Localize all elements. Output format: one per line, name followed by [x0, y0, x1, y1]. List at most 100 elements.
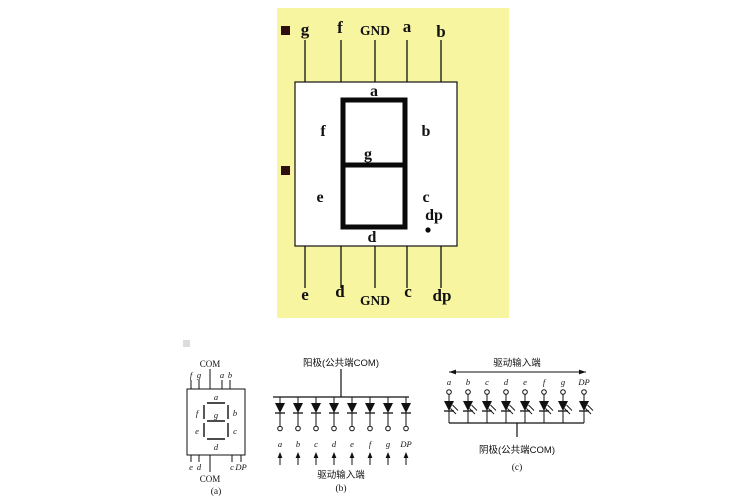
sch-c-pin-c: c [485, 377, 489, 387]
sch-a-top-pin-a: a [220, 370, 224, 380]
top-pin-label-g: g [301, 20, 310, 39]
segment-label-a: a [370, 83, 378, 100]
sch-b-pin-e: e [350, 439, 354, 449]
schematic-a-top-leads [190, 369, 231, 389]
diode-icon [292, 396, 304, 432]
sch-a-top-pin-f: f [190, 370, 194, 380]
drive-input-label: 驱动输入端 [317, 469, 365, 481]
sch-b-pin-dp: DP [399, 439, 411, 449]
sch-a-bottom-pin-dp: DP [234, 462, 246, 472]
diode-icon [382, 396, 394, 432]
top-pin-label-b: b [436, 22, 445, 41]
diode-icon [274, 396, 286, 432]
mini-seg-label-a: a [214, 392, 218, 402]
bottom-pin-label-dp: dp [433, 286, 452, 305]
led-diode-icon [462, 389, 478, 424]
schematic-a-bottom-leads [190, 455, 242, 472]
led-diode-icon [578, 389, 594, 424]
schematic-c: 驱动输入端 a b c d e f g DP [437, 357, 605, 487]
led-diode-icon [500, 389, 516, 424]
caption-b: (b) [335, 483, 346, 494]
sch-c-pin-dp: DP [577, 377, 589, 387]
sch-a-top-pin-b: b [228, 370, 232, 380]
segment-label-d: d [368, 229, 377, 246]
common-cathode-label: 阴极(公共端COM) [479, 444, 555, 456]
pinout-diagram: g f GND a b a f b [277, 8, 509, 318]
sch-b-pin-b: b [296, 439, 300, 449]
diode-icon [400, 396, 412, 432]
sch-c-pin-f: f [543, 377, 547, 387]
sch-c-pin-b: b [466, 377, 470, 387]
bullet-square-icon [281, 166, 290, 175]
led-row [443, 389, 594, 424]
top-pin-label-gnd: GND [360, 23, 390, 38]
bottom-pin-label-c: c [404, 282, 412, 301]
segment-label-f: f [320, 123, 326, 140]
sch-b-pin-g: g [386, 439, 390, 449]
caption-a: (a) [211, 486, 222, 497]
bottom-pin-leads [304, 246, 442, 288]
schematic-a: COM f g a b a f [183, 357, 257, 497]
sch-c-pin-g: g [561, 377, 565, 387]
diode-icon [364, 396, 376, 432]
segment-label-c: c [422, 189, 429, 206]
arrow-up-icon [295, 451, 301, 466]
schematic-b: 阳极(公共端COM) a b c d e f g DP [267, 357, 415, 495]
arrow-up-icon [313, 451, 319, 466]
led-diode-icon [481, 389, 497, 424]
arrow-up-icon [367, 451, 373, 466]
common-cathode-bus [449, 422, 584, 437]
pinout-panel: g f GND a b a f b [277, 8, 509, 318]
bullet-square-icon [281, 26, 290, 35]
caption-c: (c) [512, 462, 523, 473]
com-bottom-label: COM [200, 474, 221, 484]
led-diode-icon [519, 389, 535, 424]
mini-seg-label-d: d [214, 442, 219, 452]
seven-segment-digit [340, 97, 408, 230]
diode-row [274, 396, 412, 432]
diode-icon [346, 396, 358, 432]
arrow-up-icon [277, 451, 283, 466]
com-top-label: COM [200, 359, 221, 369]
arrow-up-icon [403, 451, 409, 466]
top-pin-label-a: a [403, 17, 412, 36]
mini-seg-label-g: g [214, 410, 218, 420]
mini-seg-label-c: c [233, 426, 237, 436]
bottom-pin-label-d: d [335, 282, 345, 301]
sch-c-pin-a: a [447, 377, 451, 387]
bottom-pin-label-e: e [301, 285, 309, 304]
bottom-pin-label-gnd: GND [360, 293, 390, 308]
arrow-up-icon [385, 451, 391, 466]
segment-label-dp: dp [425, 207, 443, 224]
ghost-square [183, 340, 190, 347]
mini-digit [203, 402, 229, 440]
mini-seg-label-e: e [195, 426, 199, 436]
common-anode-label: 阳极(公共端COM) [303, 357, 379, 369]
led-diode-icon [443, 389, 459, 424]
segment-label-b: b [422, 123, 431, 140]
decimal-point-dot [425, 227, 431, 233]
diode-icon [328, 396, 340, 432]
drive-input-arrows [277, 451, 409, 466]
sch-b-pin-f: f [369, 439, 373, 449]
input-span-arrow [449, 369, 586, 375]
diode-icon [310, 396, 322, 432]
segment-label-g: g [364, 146, 372, 163]
arrow-up-icon [349, 451, 355, 466]
sch-c-pin-e: e [523, 377, 527, 387]
segment-label-e: e [316, 189, 323, 206]
sch-b-pin-a: a [278, 439, 282, 449]
led-diode-icon [538, 389, 554, 424]
common-anode-bus [273, 369, 409, 398]
top-pin-label-f: f [337, 18, 343, 37]
arrow-up-icon [331, 451, 337, 466]
sch-c-pin-d: d [504, 377, 509, 387]
drive-input-label: 驱动输入端 [493, 357, 541, 369]
sch-a-bottom-pin-d: d [197, 462, 202, 472]
mini-seg-label-b: b [233, 408, 237, 418]
sch-a-top-pin-g: g [197, 370, 201, 380]
sch-a-bottom-pin-c: c [230, 462, 234, 472]
package-outline [186, 388, 246, 456]
sch-b-pin-d: d [332, 439, 337, 449]
sch-b-pin-c: c [314, 439, 318, 449]
